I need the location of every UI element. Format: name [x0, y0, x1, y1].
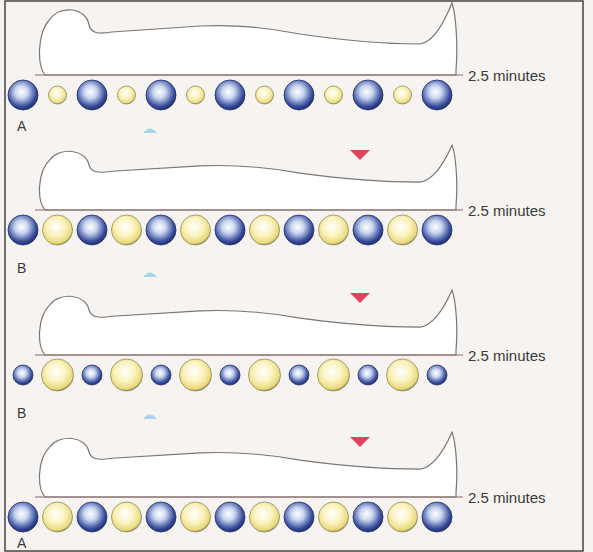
- yellow-cell: [111, 359, 143, 391]
- blue-cell: [284, 215, 314, 245]
- blue-cell: [215, 502, 245, 532]
- yellow-cell: [319, 215, 349, 245]
- yellow-cell: [187, 86, 205, 104]
- blue-cell: [77, 502, 107, 532]
- blue-cell: [146, 502, 176, 532]
- yellow-cell: [394, 86, 412, 104]
- blue-cell: [220, 365, 240, 385]
- blue-cell: [13, 365, 33, 385]
- phase-letter: B: [17, 261, 26, 275]
- yellow-cell: [319, 502, 349, 532]
- blue-cell: [151, 365, 171, 385]
- blue-cell: [353, 80, 383, 110]
- blue-cell: [82, 365, 102, 385]
- blue-cell: [215, 80, 245, 110]
- blue-cell: [284, 502, 314, 532]
- blue-cell: [427, 365, 447, 385]
- blue-cell: [284, 80, 314, 110]
- yellow-cell: [249, 359, 281, 391]
- phase-letter: A: [17, 119, 26, 133]
- blue-cell: [422, 215, 452, 245]
- blue-cell: [77, 80, 107, 110]
- yellow-cell: [181, 502, 211, 532]
- yellow-cell: [388, 502, 418, 532]
- yellow-cell: [387, 359, 419, 391]
- yellow-cell: [318, 359, 350, 391]
- yellow-cell: [43, 502, 73, 532]
- duration-label: 2.5 minutes: [468, 348, 546, 363]
- blue-cell: [77, 215, 107, 245]
- duration-label: 2.5 minutes: [468, 203, 546, 218]
- blue-cell: [358, 365, 378, 385]
- yellow-cell: [250, 215, 280, 245]
- yellow-cell: [118, 86, 136, 104]
- blue-cell: [422, 80, 452, 110]
- blue-cell: [146, 80, 176, 110]
- blue-cell: [8, 80, 38, 110]
- yellow-cell: [388, 215, 418, 245]
- blue-cell: [353, 502, 383, 532]
- blue-cell: [215, 215, 245, 245]
- yellow-cell: [325, 86, 343, 104]
- blue-cell: [422, 502, 452, 532]
- phase-letter: A: [17, 536, 26, 550]
- blue-cell: [289, 365, 309, 385]
- yellow-cell: [250, 502, 280, 532]
- yellow-cell: [112, 215, 142, 245]
- yellow-cell: [42, 359, 74, 391]
- phase-letter: B: [17, 406, 26, 420]
- yellow-cell: [43, 215, 73, 245]
- duration-label: 2.5 minutes: [468, 490, 546, 505]
- blue-cell: [8, 502, 38, 532]
- blue-cell: [146, 215, 176, 245]
- yellow-cell: [180, 359, 212, 391]
- yellow-cell: [112, 502, 142, 532]
- duration-label: 2.5 minutes: [468, 68, 546, 83]
- blue-cell: [8, 215, 38, 245]
- blue-cell: [353, 215, 383, 245]
- yellow-cell: [49, 86, 67, 104]
- yellow-cell: [181, 215, 211, 245]
- yellow-cell: [256, 86, 274, 104]
